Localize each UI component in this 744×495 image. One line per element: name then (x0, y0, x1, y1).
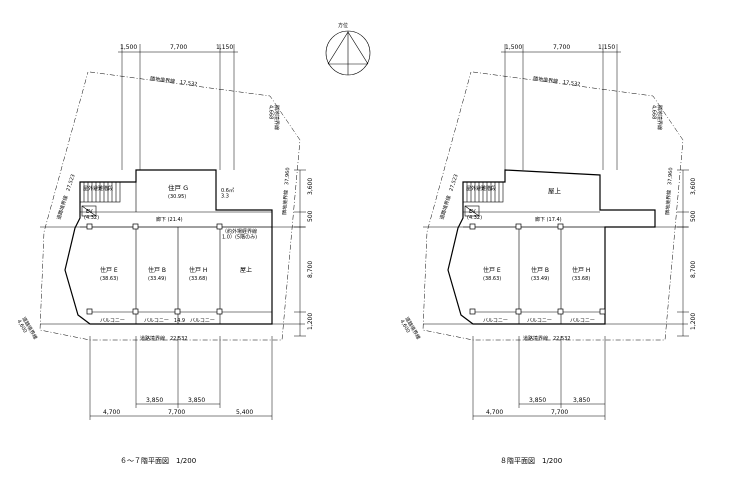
right-unit-h-name: 住戸 H (572, 266, 590, 274)
right-balcony-h: バルコニー (570, 318, 595, 324)
left-unit-h-area: (33.68) (189, 276, 207, 282)
left-balcony-h: バルコニー (190, 318, 215, 324)
right-bottom-outer-dim-2: 7,700 (551, 409, 568, 416)
right-right-dim-2: 500 (690, 210, 697, 222)
right-boundary-sw: 道路境界線4,600 (399, 316, 422, 344)
right-top-dim-3: 1,150 (598, 44, 615, 51)
left-boundary-north: 隣地境界線 17,532 (150, 75, 198, 88)
left-ev-area: (4.32) (84, 215, 99, 221)
left-roof-label: 屋上 (240, 266, 252, 274)
right-ev-label: EV (469, 209, 476, 215)
right-right-dim-1: 3,600 (690, 178, 697, 195)
right-boundary-north: 隣地境界線 17,532 (533, 75, 581, 88)
left-top-dim-2: 7,700 (170, 44, 187, 51)
left-unit-h-name: 住戸 H (189, 266, 207, 274)
left-unit-b-area: (33.49) (148, 276, 166, 282)
right-stair-label: 屋外避難階段 (466, 185, 496, 192)
right-corridor-label: 廊下 (17.4) (535, 216, 562, 223)
right-unit-e-area: (38.63) (483, 276, 501, 282)
right-boundary-east-top: 隣地境界線4,668 (651, 105, 664, 130)
left-bottom-outer-dim-2: 7,700 (168, 409, 185, 416)
right-balcony-b: バルコニー (527, 318, 552, 324)
right-floor-plan: 1,500 7,700 1,150 隣地境界線 17,532 道路境界線 27,… (399, 44, 697, 465)
left-stair-label: 屋外避難階段 (83, 185, 113, 192)
right-top-dim-2: 7,700 (553, 44, 570, 51)
right-balcony-e: バルコニー (483, 318, 508, 324)
left-balcony-b: バルコニー 14.9 (144, 318, 185, 324)
left-boundary-east-top: 隣地境界線4,668 (268, 105, 281, 130)
left-bottom-inner-dim-2: 3,850 (188, 397, 205, 404)
left-boundary-sw: 道路境界線4,600 (16, 316, 39, 344)
left-unit-e-area: (38.63) (100, 276, 118, 282)
right-right-dim-3: 8,700 (690, 261, 697, 278)
left-unit-b-name: 住戸 B (148, 266, 166, 274)
right-unit-b-area: (33.49) (531, 276, 549, 282)
right-boundary-east: 隣地境界線 37,960 (664, 167, 674, 215)
left-bottom-inner-dim-1: 3,850 (146, 397, 163, 404)
left-bottom-outer-dim-3: 5,400 (236, 409, 253, 416)
left-boundary-east: 隣地境界線 37,960 (281, 167, 291, 215)
north-compass: 方位 (325, 22, 371, 76)
right-bottom-outer-dim-1: 4,700 (486, 409, 503, 416)
right-top-dim-1: 1,500 (505, 44, 522, 51)
left-right-dim-1: 3,600 (307, 178, 314, 195)
left-floor-plan: 1,500 7,700 1,150 隣地境界線 17,532 道路境界線 27,… (16, 44, 314, 465)
left-right-dim-2: 500 (307, 210, 314, 222)
right-boundary-south: 道路境界線 22,532 (523, 335, 571, 342)
left-right-dim-4: 1,200 (307, 313, 314, 330)
left-unit-g-area: (30.95) (168, 194, 186, 200)
left-ev-label: EV (86, 209, 93, 215)
left-corridor-label: 廊下 (21.4) (156, 216, 183, 223)
right-bottom-inner-dim-2: 3,850 (573, 397, 590, 404)
left-unit-e-name: 住戸 E (100, 266, 118, 274)
left-top-dim-1: 1,500 (120, 44, 137, 51)
left-boundary-south: 道路境界線 22,532 (140, 335, 188, 342)
right-bottom-inner-dim-1: 3,850 (529, 397, 546, 404)
right-unit-e-name: 住戸 E (483, 266, 501, 274)
left-bottom-outer-dim-1: 4,700 (103, 409, 120, 416)
left-top-dim-3: 1,150 (216, 44, 233, 51)
north-label: 方位 (338, 22, 348, 29)
right-unit-h-area: (33.68) (572, 276, 590, 282)
right-plan-caption: ８階平面図 1/200 (500, 456, 562, 465)
left-balcony-e: バルコニー (100, 318, 125, 324)
left-plan-caption: ６～７階平面図 1/200 (120, 456, 196, 465)
right-ev-area: (4.32) (467, 215, 482, 221)
right-unit-b-name: 住戸 B (531, 266, 549, 274)
right-right-dim-4: 1,200 (690, 313, 697, 330)
left-unit-g-name: 住戸 G (168, 183, 188, 192)
right-roof-top-label: 屋上 (548, 186, 562, 195)
left-right-dim-3: 8,700 (307, 261, 314, 278)
